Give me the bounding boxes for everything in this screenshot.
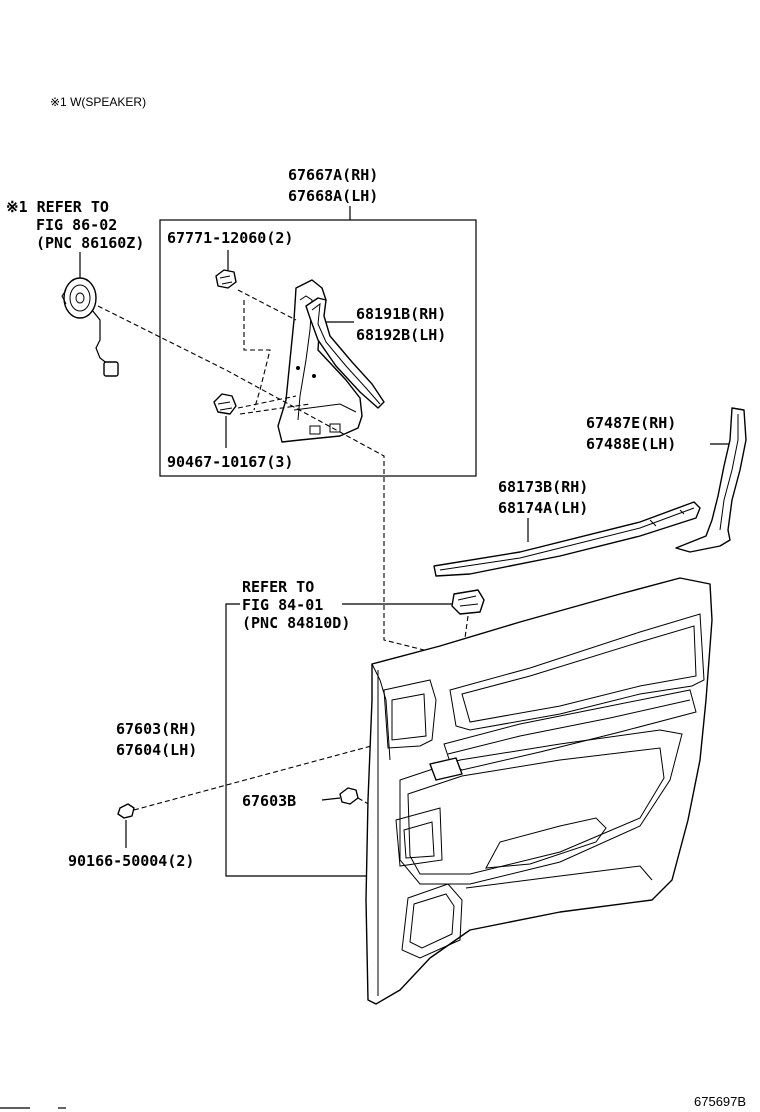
weatherstrip-part[interactable] — [305, 297, 385, 409]
refer-84-line2[interactable]: FIG 84-01 — [242, 596, 323, 614]
clip-top-icon[interactable] — [215, 269, 237, 289]
figure-code: 675697B — [694, 1094, 746, 1109]
clip-trim-leader — [321, 797, 341, 801]
screw-guide-line — [133, 741, 387, 811]
garnish-rh-label[interactable]: 67667A(RH) — [288, 166, 378, 184]
refer-84-line3[interactable]: (PNC 84810D) — [242, 614, 350, 632]
belt-lh-label[interactable]: 68174A(LH) — [498, 499, 588, 517]
trim-rh-label[interactable]: 67603(RH) — [116, 720, 197, 738]
trim-clip-guide — [357, 797, 373, 807]
belt-moulding-part[interactable] — [433, 501, 701, 577]
clip-bottom-label[interactable]: 90467-10167(3) — [167, 453, 293, 471]
weatherstrip-rh-label[interactable]: 68191B(RH) — [356, 305, 446, 323]
window-switch-icon[interactable] — [451, 589, 485, 615]
speaker-variant-note: ※1 W(SPEAKER) — [50, 95, 146, 109]
seal-rh-label[interactable]: 67487E(RH) — [586, 414, 676, 432]
pillar-garnish-part[interactable] — [277, 279, 363, 443]
weatherstrip-lh-label[interactable]: 68192B(LH) — [356, 326, 446, 344]
guide-line — [237, 289, 297, 321]
belt-rh-label[interactable]: 68173B(RH) — [498, 478, 588, 496]
guide-line — [237, 395, 297, 409]
refer-86-line1[interactable]: ※1 REFER TO — [6, 198, 109, 216]
refer-86-line2[interactable]: FIG 86-02 — [36, 216, 117, 234]
guide-line — [243, 300, 271, 411]
guide-line — [239, 403, 311, 415]
trim-clip-icon[interactable] — [339, 787, 359, 805]
garnish-lh-label[interactable]: 67668A(LH) — [288, 187, 378, 205]
trim-lh-label[interactable]: 67604(LH) — [116, 741, 197, 759]
speaker-icon[interactable] — [61, 277, 119, 377]
refer-86-line3[interactable]: (PNC 86160Z) — [36, 234, 144, 252]
clip-bottom-icon[interactable] — [213, 393, 237, 415]
door-trim-panel[interactable] — [365, 577, 713, 1005]
clip-trim-label[interactable]: 67603B — [242, 792, 296, 810]
door-seal-part[interactable] — [675, 407, 747, 553]
screw-icon[interactable] — [117, 803, 135, 819]
trim-bracket — [225, 603, 372, 877]
speaker-guide-line — [97, 305, 441, 655]
clip-top-label[interactable]: 67771-12060(2) — [167, 229, 293, 247]
screw-label[interactable]: 90166-50004(2) — [68, 852, 194, 870]
seal-lh-label[interactable]: 67488E(LH) — [586, 435, 676, 453]
refer-84-line1[interactable]: REFER TO — [242, 578, 314, 596]
garnish-group-box — [159, 219, 477, 477]
